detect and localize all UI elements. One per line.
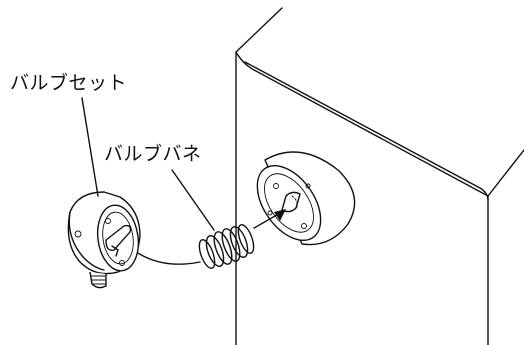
insert-arrow [253, 209, 286, 229]
valve-set [67, 191, 141, 289]
valve-seat [256, 151, 356, 246]
housing-body [235, 7, 524, 345]
valve-set-label: バルブセット [10, 72, 128, 94]
valve-spring-leader [171, 169, 215, 231]
valve-set-leader [81, 97, 99, 197]
assembly-path-line [131, 248, 201, 265]
valve-spring-label: バルブバネ [104, 143, 202, 165]
valve-spring [198, 224, 255, 269]
